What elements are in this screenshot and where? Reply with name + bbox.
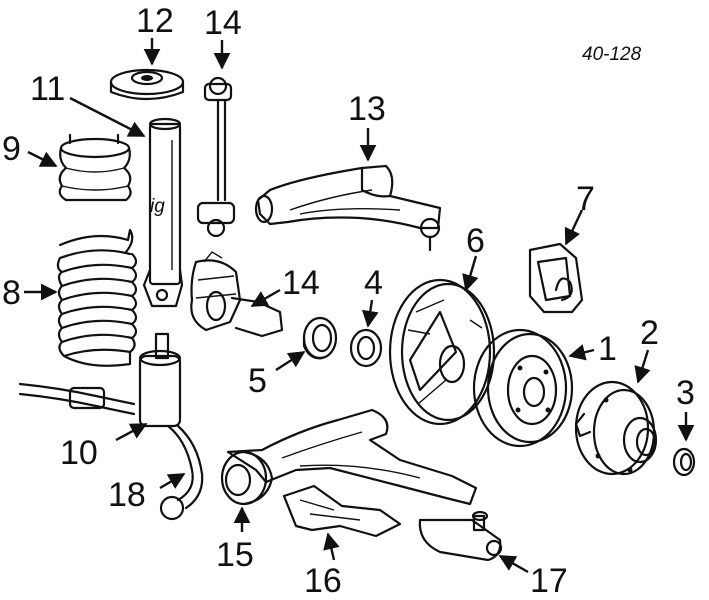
arrow-10 — [115, 422, 148, 442]
label-16: 16 — [304, 562, 342, 600]
arrow-1 — [568, 344, 595, 361]
label-3: 3 — [676, 374, 695, 412]
part-spring-seat-upper — [109, 68, 185, 101]
label-1: 1 — [598, 330, 617, 368]
part-control-arm-bushing — [220, 450, 274, 506]
part-outer-bearing — [302, 316, 338, 360]
arrow-7 — [564, 209, 584, 246]
part-stabilizer-link — [196, 76, 236, 238]
arrow-11 — [69, 96, 146, 138]
label-14-mid: 14 — [282, 264, 320, 302]
part-lower-ball-joint — [418, 510, 503, 562]
label-6: 6 — [466, 222, 485, 260]
label-4: 4 — [364, 264, 383, 302]
arrow-6 — [462, 255, 479, 292]
arrow-9 — [27, 150, 58, 168]
arrow-18 — [159, 472, 186, 490]
part-coil-spring — [56, 228, 138, 367]
label-7: 7 — [576, 180, 595, 218]
part-wheel-hub — [574, 380, 658, 476]
part-splash-guard — [282, 484, 402, 538]
arrow-4 — [361, 299, 379, 328]
part-stabilizer-bar-end — [159, 424, 204, 521]
diagram-code: 40-128 — [582, 44, 642, 65]
label-8: 8 — [2, 274, 21, 312]
part-dust-cap — [672, 447, 696, 477]
part-brake-disc — [472, 328, 574, 448]
arrow-2 — [634, 349, 651, 384]
label-11: 11 — [30, 70, 65, 108]
part-rubber-boot — [58, 133, 132, 202]
part-labels: 40-128 12 14 11 9 13 8 14 4 5 6 7 1 2 3 … — [2, 2, 695, 600]
part-upper-control-arm — [254, 164, 442, 252]
svg-text:ig: ig — [150, 196, 165, 217]
label-15: 15 — [216, 536, 254, 574]
label-13: 13 — [348, 90, 386, 128]
part-caliper-bracket — [528, 242, 584, 314]
part-inner-bearing — [349, 328, 383, 368]
arrow-17 — [498, 554, 529, 574]
label-10: 10 — [60, 434, 98, 472]
label-14-top: 14 — [204, 4, 242, 42]
part-stabilizer-bushing — [18, 332, 182, 428]
label-5: 5 — [248, 362, 267, 400]
arrow-14-mid — [250, 288, 281, 308]
label-12: 12 — [136, 2, 174, 40]
leader-arrows — [24, 38, 695, 574]
part-shock-absorber: ig — [142, 117, 184, 308]
label-17: 17 — [530, 562, 568, 600]
part-splash-shield — [388, 278, 496, 426]
label-9: 9 — [2, 130, 21, 168]
arrow-16 — [323, 532, 340, 561]
label-2: 2 — [640, 314, 659, 352]
part-lower-control-arm — [226, 408, 478, 506]
label-18: 18 — [108, 476, 146, 514]
arrow-5 — [275, 350, 306, 372]
part-steering-knuckle — [190, 251, 284, 338]
